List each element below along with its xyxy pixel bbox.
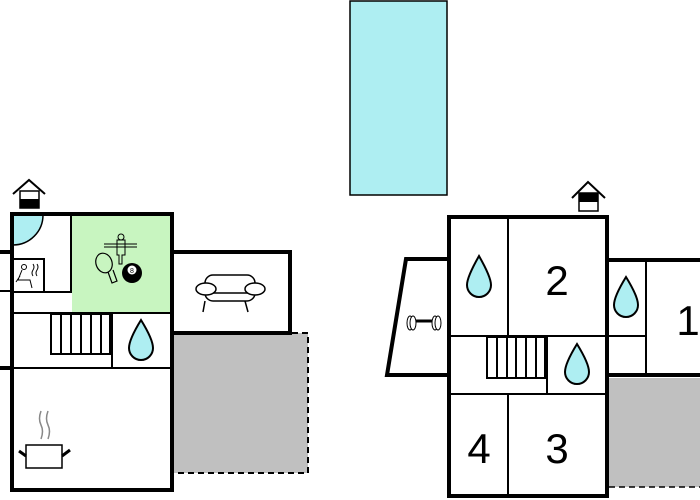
table-football-icon	[104, 233, 137, 265]
entrance-icon	[571, 180, 606, 212]
upper-floor: 2 1 4 3	[384, 180, 700, 498]
outer-wall	[447, 215, 609, 498]
room-label-4: 4	[467, 425, 490, 472]
stairs-icon	[486, 336, 546, 379]
dumbbell-icon	[406, 315, 442, 331]
sauna-room	[11, 258, 45, 293]
swimming-pool	[349, 0, 448, 196]
bathroom-icon	[127, 318, 155, 361]
bathroom-icon	[563, 342, 591, 385]
billiard-ball-icon: 8	[122, 263, 142, 283]
terrace	[171, 332, 309, 474]
kitchen-pot-icon	[18, 410, 71, 469]
sauna-icon	[15, 263, 39, 289]
living-room	[170, 250, 292, 335]
svg-text:8: 8	[130, 268, 134, 275]
room-label-3: 3	[545, 425, 568, 472]
bathroom-icon	[612, 275, 640, 318]
outer-wall	[10, 212, 174, 492]
bathroom-icon	[465, 253, 493, 298]
terrace	[609, 378, 700, 487]
table-tennis-icon	[95, 252, 118, 284]
ground-floor: 8	[0, 178, 309, 492]
room-label-1: 1	[676, 297, 699, 344]
door-swing	[12, 214, 44, 246]
entrance-icon	[12, 178, 46, 209]
room-label-2: 2	[545, 257, 568, 304]
stairs-icon	[50, 313, 111, 355]
sofa-icon	[195, 274, 266, 313]
